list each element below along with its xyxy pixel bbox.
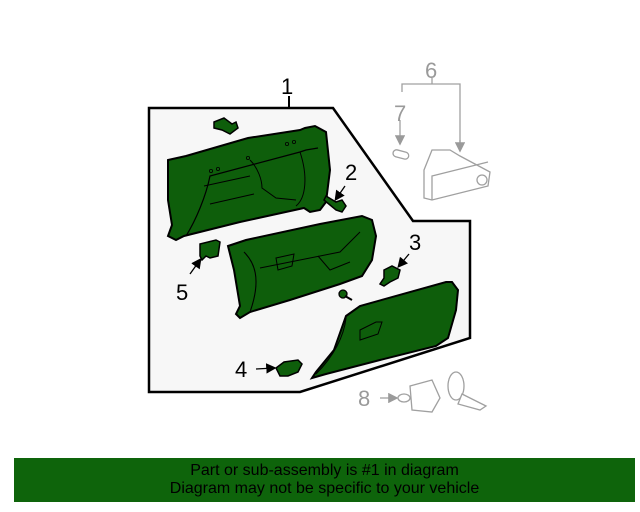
glove-box-door	[309, 281, 460, 380]
callout-1: 1	[281, 74, 293, 99]
callout-2-arrow	[334, 185, 346, 202]
part-4-bumper	[275, 359, 303, 377]
callout-3: 3	[409, 230, 421, 255]
clip-part	[213, 117, 239, 135]
screw	[338, 289, 353, 301]
part-8-lock-cylinder	[380, 371, 488, 413]
callout-2: 2	[345, 160, 357, 185]
disclaimer-line-1: Part or sub-assembly is #1 in diagram	[190, 462, 459, 479]
callout-7: 7	[394, 101, 406, 126]
callout-4: 4	[235, 357, 247, 382]
callout-6: 6	[425, 58, 437, 83]
glove-box-housing	[166, 124, 332, 242]
glove-box-door-inner	[226, 214, 378, 320]
disclaimer-line-2: Diagram may not be specific to your vehi…	[169, 480, 480, 497]
callout-5-arrow	[189, 257, 202, 275]
callout-4-arrow	[255, 363, 277, 374]
callout-8: 8	[358, 386, 370, 411]
part-3-latch	[378, 265, 401, 287]
diagram-disclaimer-banner: Part or sub-assembly is #1 in diagram Di…	[14, 458, 635, 502]
part-6-7-related	[392, 83, 491, 201]
callout-3-arrow	[397, 253, 410, 268]
part-5-pad	[199, 239, 221, 262]
callout-5: 5	[176, 280, 188, 305]
part-2-fastener	[323, 194, 347, 213]
